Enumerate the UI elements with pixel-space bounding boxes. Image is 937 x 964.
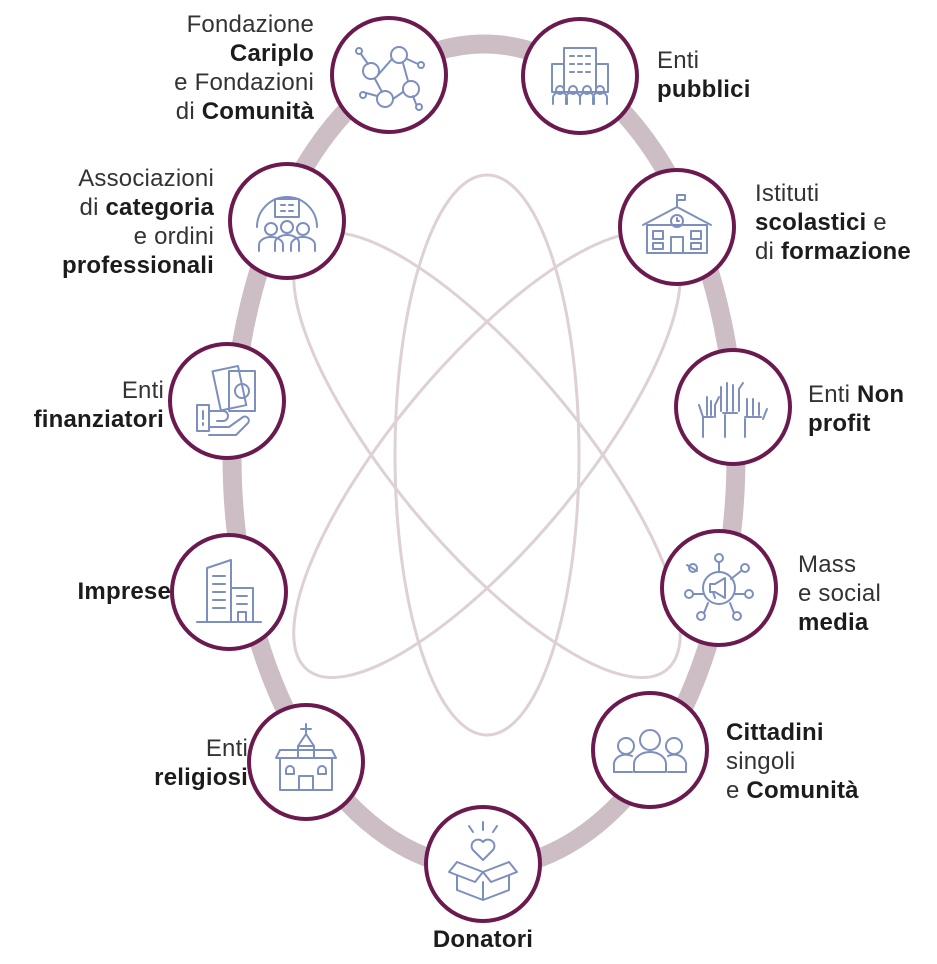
raised-hands-icon	[698, 382, 768, 438]
node-fondazione-cariplo[interactable]	[330, 16, 448, 134]
label-line: Enti	[657, 46, 817, 75]
money-hand-icon	[196, 364, 256, 436]
label-light: Fondazione	[186, 11, 314, 38]
label-bold: professionali	[62, 252, 214, 279]
label-line: media	[798, 608, 918, 637]
label-line: Donatori	[380, 925, 586, 954]
label-line: di Comunità	[100, 97, 314, 126]
label-line: di categoria	[14, 193, 214, 222]
label-line: e Comunità	[726, 776, 916, 805]
label-line: Enti Non	[808, 380, 928, 409]
label-line: e ordini	[14, 222, 214, 251]
label-light: e ordini	[133, 223, 214, 250]
label-light: e Fondazioni	[174, 69, 314, 96]
node-enti-religiosi[interactable]	[247, 703, 365, 821]
node-enti-finanziatori[interactable]	[168, 342, 286, 460]
label-light: Enti	[205, 735, 248, 762]
label-line: di formazione	[755, 237, 935, 266]
label-bold: categoria	[105, 194, 214, 221]
label-bold: profit	[808, 410, 871, 437]
node-enti-pubblici[interactable]	[521, 17, 639, 135]
label-bold: religiosi	[154, 764, 248, 791]
label-line: professionali	[14, 251, 214, 280]
label-bold: formazione	[780, 238, 911, 265]
node-associazioni[interactable]	[228, 162, 346, 280]
label-light: Associazioni	[78, 165, 214, 192]
node-donatori[interactable]	[424, 805, 542, 923]
label-line: Cittadini	[726, 718, 916, 747]
label-light: Mass	[798, 551, 857, 578]
label-light: di	[79, 194, 106, 221]
label-line: Mass	[798, 550, 918, 579]
label-light: di	[175, 98, 202, 125]
label-bold: Non	[857, 381, 905, 408]
label-bold: finanziatori	[33, 406, 164, 433]
office-buildings-icon	[196, 559, 262, 623]
label-light: e	[866, 209, 887, 236]
label-bold: scolastici	[755, 209, 867, 236]
public-building-icon	[551, 47, 609, 105]
label-light: Istituti	[755, 180, 820, 207]
label-bold: Donatori	[432, 926, 534, 953]
label-light: Enti	[121, 377, 164, 404]
label-line: singoli	[726, 747, 916, 776]
orbit-vertical	[393, 173, 581, 737]
heart-box-icon	[448, 821, 518, 901]
label-line: e Fondazioni	[100, 68, 314, 97]
label-donatori: Donatori	[380, 925, 586, 954]
label-light: e social	[798, 580, 881, 607]
label-bold: Imprese	[77, 578, 171, 605]
label-line: Associazioni	[14, 164, 214, 193]
label-bold: Comunità	[746, 777, 859, 804]
label-line: Istituti	[755, 179, 935, 208]
label-line: finanziatori	[14, 405, 164, 434]
label-bold: pubblici	[657, 76, 751, 103]
label-light: singoli	[726, 748, 796, 775]
label-line: Fondazione	[100, 10, 314, 39]
label-imprese: Imprese	[14, 577, 171, 606]
node-mass-social-media[interactable]	[660, 529, 778, 647]
node-istituti-scolastici[interactable]	[618, 168, 736, 286]
school-building-icon	[642, 194, 712, 254]
label-line: profit	[808, 409, 928, 438]
label-bold: Cariplo	[229, 40, 314, 67]
label-bold: Comunità	[201, 98, 314, 125]
professionals-group-icon	[256, 196, 318, 252]
label-line: scolastici e	[755, 208, 935, 237]
label-light: Enti	[657, 47, 700, 74]
community-people-icon	[612, 729, 688, 773]
label-line: religiosi	[50, 763, 248, 792]
label-bold: Cittadini	[726, 719, 824, 746]
label-line: Imprese	[14, 577, 171, 606]
label-line: Enti	[14, 376, 164, 405]
label-light: e	[726, 777, 747, 804]
label-line: Cariplo	[100, 39, 314, 68]
label-line: e social	[798, 579, 918, 608]
megaphone-network-icon	[684, 553, 754, 621]
network-people-icon	[355, 46, 425, 111]
node-imprese[interactable]	[170, 533, 288, 651]
node-cittadini[interactable]	[591, 691, 709, 809]
label-line: pubblici	[657, 75, 817, 104]
label-light: di	[755, 238, 781, 265]
label-line: Enti	[50, 734, 248, 763]
node-enti-non-profit[interactable]	[674, 348, 792, 466]
label-light: Enti	[808, 381, 858, 408]
label-bold: media	[798, 609, 869, 636]
church-icon	[275, 723, 337, 791]
